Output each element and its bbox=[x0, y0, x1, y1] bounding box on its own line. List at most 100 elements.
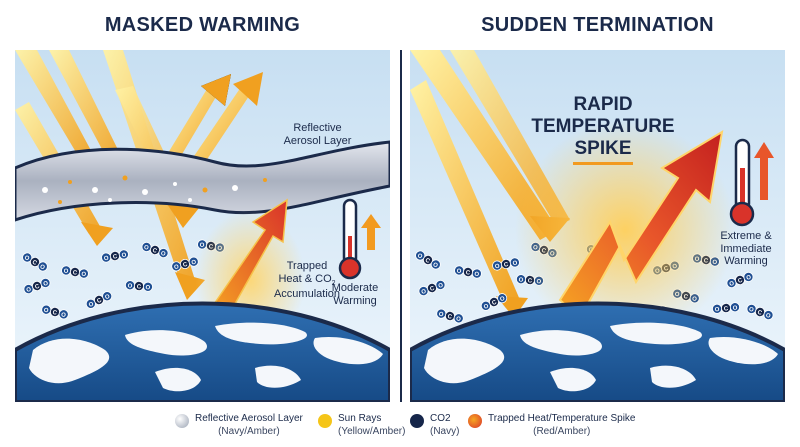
svg-text:O: O bbox=[143, 245, 150, 252]
svg-text:O: O bbox=[160, 251, 167, 258]
svg-text:O: O bbox=[432, 262, 439, 270]
svg-text:O: O bbox=[104, 294, 111, 302]
svg-text:O: O bbox=[43, 281, 50, 288]
svg-text:O: O bbox=[495, 264, 501, 271]
co2-molecule: OCO bbox=[22, 252, 48, 272]
svg-text:O: O bbox=[512, 260, 518, 267]
svg-text:C: C bbox=[491, 299, 498, 307]
reflective-aerosol-layer bbox=[15, 140, 390, 222]
co2-molecule: OCO bbox=[85, 291, 113, 309]
svg-text:O: O bbox=[26, 287, 33, 294]
moderate-warming-label: Moderate Warming bbox=[331, 282, 379, 307]
svg-text:O: O bbox=[63, 268, 69, 275]
legend-item-sun-rays: Sun Rays(Yellow/Amber) bbox=[318, 413, 405, 438]
svg-text:C: C bbox=[52, 310, 58, 317]
thermometer-icon bbox=[338, 198, 362, 280]
rapid-temperature-spike-label: RAPID TEMPERATURE SPIKE bbox=[518, 94, 688, 165]
svg-text:O: O bbox=[483, 303, 490, 311]
panel-divider bbox=[400, 50, 402, 402]
svg-text:C: C bbox=[737, 278, 744, 285]
svg-text:C: C bbox=[34, 284, 41, 291]
legend-item-co2: CO2(Navy) bbox=[410, 413, 459, 438]
earth-globe bbox=[15, 301, 390, 402]
thermometer-icon bbox=[729, 138, 755, 227]
co2-molecule: OCO bbox=[480, 293, 508, 311]
svg-text:O: O bbox=[104, 256, 110, 263]
svg-text:C: C bbox=[136, 284, 142, 290]
svg-text:O: O bbox=[746, 275, 753, 282]
legend-item-aerosol: Reflective Aerosol Layer(Navy/Amber) bbox=[175, 413, 303, 438]
sudden-termination-title: SUDDEN TERMINATION bbox=[481, 14, 714, 36]
svg-text:C: C bbox=[151, 248, 158, 255]
trapped-heat-label: Trapped Heat & CO2 Accumulation bbox=[273, 260, 341, 300]
svg-text:C: C bbox=[424, 258, 431, 266]
sudden-termination-panel: OCOOCOOCOOCOOCOOCOOCOOCOOCOOCOOCOOCOOCOO… bbox=[410, 50, 785, 402]
svg-text:C: C bbox=[113, 254, 119, 261]
svg-text:O: O bbox=[499, 296, 506, 304]
svg-text:C: C bbox=[31, 260, 38, 268]
aerosol-legend-icon bbox=[175, 414, 189, 428]
masked-warming-panel: OCOOCOOCOOCOOCOOCOOCOOCOOCOOCOOCOOCOOCO bbox=[15, 50, 390, 402]
svg-text:O: O bbox=[88, 301, 95, 309]
svg-text:C: C bbox=[756, 310, 763, 317]
svg-text:O: O bbox=[60, 312, 66, 319]
svg-text:O: O bbox=[39, 264, 46, 272]
svg-text:O: O bbox=[145, 285, 151, 291]
svg-text:C: C bbox=[504, 262, 510, 269]
svg-text:O: O bbox=[23, 255, 30, 263]
svg-text:O: O bbox=[174, 264, 180, 271]
temperature-spike-arrow bbox=[515, 120, 735, 340]
trapped-heat-legend-icon bbox=[468, 414, 482, 428]
svg-text:O: O bbox=[121, 252, 127, 259]
svg-text:O: O bbox=[438, 312, 444, 319]
svg-text:C: C bbox=[96, 297, 103, 305]
svg-text:O: O bbox=[43, 308, 49, 315]
svg-text:O: O bbox=[416, 253, 423, 261]
masked-warming-title: MASKED WARMING bbox=[104, 14, 301, 36]
svg-text:O: O bbox=[715, 307, 721, 313]
rising-temperature-arrow-icon bbox=[361, 214, 381, 250]
legend-item-trapped-heat: Trapped Heat/Temperature Spike(Red/Amber… bbox=[468, 413, 636, 438]
svg-text:O: O bbox=[456, 268, 462, 275]
sun-rays-legend-icon bbox=[318, 414, 332, 428]
svg-text:O: O bbox=[438, 283, 445, 290]
svg-text:C: C bbox=[182, 262, 188, 269]
svg-text:O: O bbox=[127, 283, 133, 289]
svg-text:O: O bbox=[765, 313, 772, 320]
spike-underline bbox=[573, 161, 633, 165]
svg-text:O: O bbox=[729, 281, 736, 288]
rising-temperature-arrow-icon bbox=[754, 142, 774, 200]
earth-globe bbox=[410, 301, 785, 402]
svg-text:O: O bbox=[421, 289, 428, 296]
reflected-sun-rays bbox=[165, 72, 263, 170]
legend: Reflective Aerosol Layer(Navy/Amber) Sun… bbox=[0, 413, 800, 443]
svg-text:O: O bbox=[455, 316, 461, 323]
svg-text:C: C bbox=[465, 270, 471, 277]
svg-text:O: O bbox=[748, 307, 755, 314]
svg-text:C: C bbox=[724, 306, 730, 312]
extreme-warming-label: Extreme & Immediate Warming bbox=[720, 230, 772, 268]
aerosol-layer-label: Reflective Aerosol Layer bbox=[283, 122, 352, 147]
svg-text:O: O bbox=[518, 277, 524, 283]
svg-text:C: C bbox=[447, 314, 453, 321]
svg-text:O: O bbox=[81, 272, 87, 279]
svg-text:C: C bbox=[429, 286, 436, 293]
svg-text:O: O bbox=[732, 305, 738, 311]
svg-text:C: C bbox=[72, 270, 78, 277]
co2-legend-icon bbox=[410, 414, 424, 428]
svg-text:O: O bbox=[191, 259, 197, 266]
